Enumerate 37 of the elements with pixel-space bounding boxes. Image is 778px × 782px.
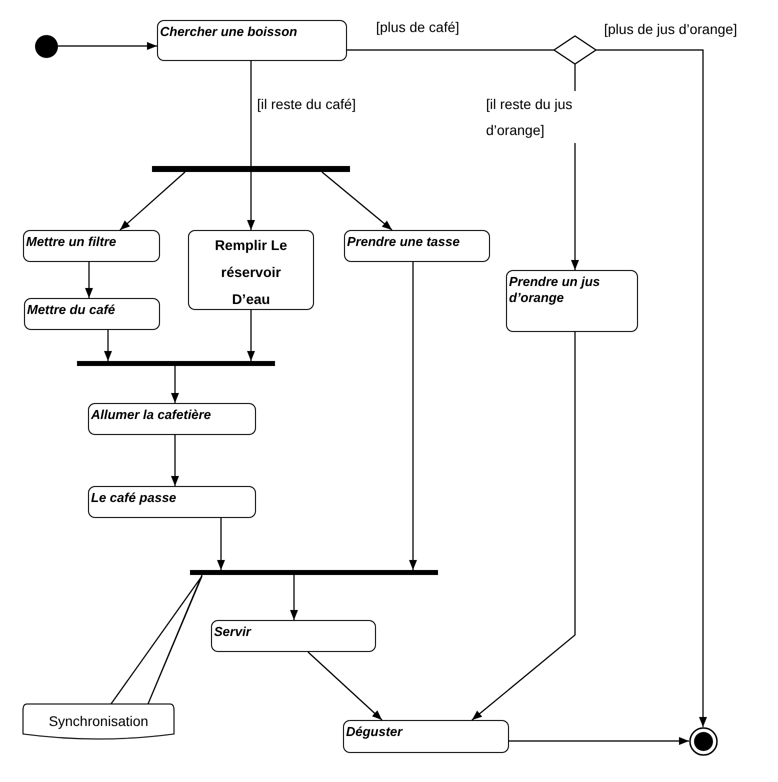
arrow	[472, 332, 576, 720]
action-box: Mettre du café	[24, 298, 160, 330]
action-box: Prendre une tasse	[344, 230, 490, 262]
guard-label: [il reste du jus d’orange]	[486, 91, 578, 143]
arrow	[217, 518, 225, 570]
final-node	[689, 727, 718, 756]
arrow	[247, 310, 255, 361]
action-box: Remplir Le réservoir D’eau	[188, 230, 314, 310]
arrow	[247, 172, 255, 230]
arrow	[171, 435, 179, 486]
action-box: Allumer la cafetière	[88, 403, 256, 435]
arrow	[120, 172, 186, 230]
arrow	[104, 330, 112, 361]
connector-line	[347, 49, 554, 51]
arrow	[290, 575, 298, 620]
synchronization-bar	[77, 361, 275, 366]
action-box: Mettre un filtre	[23, 230, 160, 262]
arrow	[308, 652, 382, 720]
initial-node	[35, 35, 58, 58]
synchronization-bar	[190, 570, 438, 575]
arrow	[509, 737, 689, 745]
connector-line	[250, 61, 252, 166]
arrow	[322, 172, 392, 230]
arrow	[58, 42, 157, 50]
action-box: Chercher une boisson	[157, 20, 347, 61]
arrow	[171, 366, 179, 403]
leader-line	[110, 574, 203, 705]
action-box: Déguster	[343, 720, 509, 753]
action-box: Le café passe	[88, 486, 256, 518]
note-callout: Synchronisation	[23, 704, 174, 740]
action-box: Servir	[211, 620, 376, 652]
arrow	[596, 49, 707, 727]
decision-diamond	[554, 36, 596, 64]
action-box: Prendre un jus d’orange	[506, 270, 638, 332]
arrow	[85, 262, 93, 298]
synchronization-bar	[152, 166, 350, 172]
arrow	[409, 262, 417, 570]
